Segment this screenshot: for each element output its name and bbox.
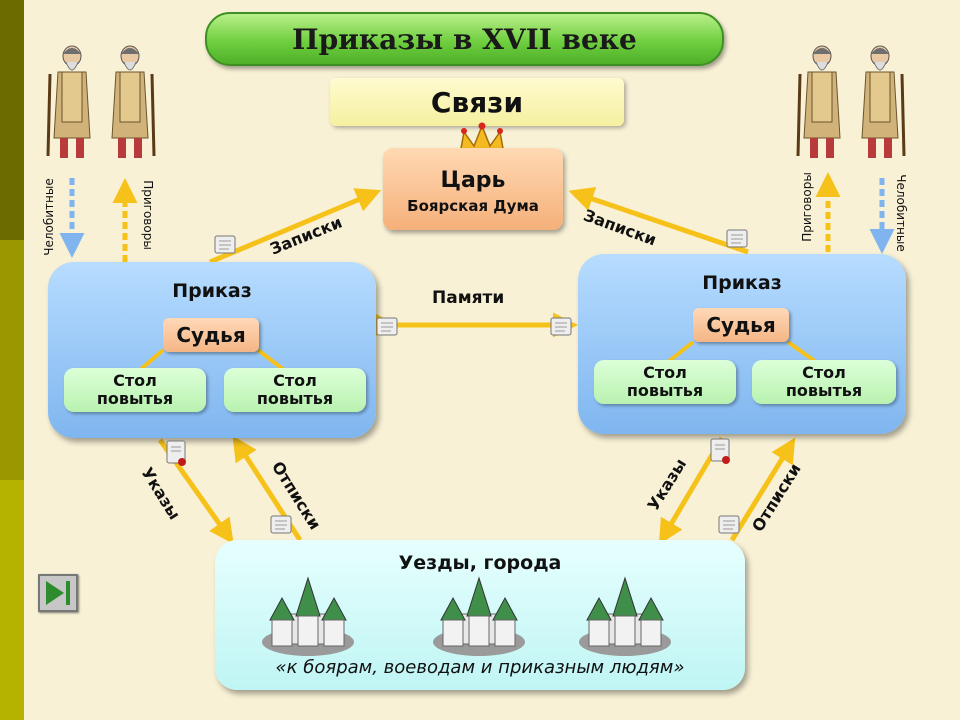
title-banner: Приказы в XVII веке: [205, 12, 724, 66]
scroll-icon: [376, 317, 398, 336]
otpiski-right-arrow: [729, 437, 796, 542]
decor-stripe-mid: [0, 240, 24, 480]
uezdy-title: Уезды, города: [398, 552, 562, 574]
tsar-title: Царь: [440, 168, 506, 193]
uezdy-box: Уезды, города «к боярам, воеводам и прик…: [215, 540, 745, 690]
subtitle-box: Связи: [330, 78, 624, 126]
prikaz-right-judge: Судья: [693, 308, 789, 342]
castle-icon: [262, 576, 354, 656]
right-verdicts-label: Приговоры: [799, 172, 814, 242]
pamyati-label: Памяти: [432, 288, 505, 308]
prikaz-left-desk-2: Стол повытья: [224, 368, 366, 412]
scroll-icon: [550, 317, 572, 336]
prikaz-left: Приказ Судья Стол повытья Стол повытья: [48, 262, 376, 438]
castle-icon: [579, 576, 671, 656]
peasant-figure-icon: [796, 45, 841, 158]
decor-stripe-top: [0, 0, 24, 240]
tsar-subtitle: Боярская Дума: [407, 197, 539, 215]
zapiski-left-arrow: [209, 188, 382, 265]
page-title: Приказы в XVII веке: [292, 22, 637, 56]
scroll-icon: [270, 515, 292, 534]
castle-icon: [433, 576, 525, 656]
page-subtitle: Связи: [430, 85, 524, 119]
peasant-figure-icon: [46, 45, 91, 158]
peasant-figure-icon: [111, 45, 156, 158]
prikaz-right-links: [666, 340, 818, 364]
right-petitions-label: Челобитные: [893, 174, 908, 252]
prikaz-left-title: Приказ: [172, 280, 252, 302]
left-verdicts-label: Приговоры: [140, 180, 155, 250]
left-petitions-label: Челобитные: [41, 178, 56, 256]
peasant-figure-icon: [861, 45, 906, 158]
tsar-box: Царь Боярская Дума: [383, 148, 563, 230]
uezdy-quote: «к боярам, воеводам и приказным людям»: [275, 657, 685, 678]
scroll-icon: [718, 515, 740, 534]
prikaz-left-links: [138, 348, 286, 372]
prikaz-right-desk-2: Стол повытья: [752, 360, 896, 404]
prikaz-left-judge: Судья: [163, 318, 259, 352]
scroll-icon: [710, 438, 730, 464]
prikaz-right-desk-1: Стол повытья: [594, 360, 736, 404]
zapiski-right-arrow: [568, 187, 749, 255]
next-slide-button[interactable]: [38, 574, 78, 612]
decor-stripe-bottom: [0, 480, 24, 720]
scroll-icon: [726, 229, 748, 248]
scroll-icon: [214, 235, 236, 254]
scroll-icon: [166, 440, 186, 466]
prikaz-left-desk-1: Стол повытья: [64, 368, 206, 412]
next-slide-icon: [46, 581, 70, 605]
prikaz-right: Приказ Судья Стол повытья Стол повытья: [578, 254, 906, 434]
prikaz-right-title: Приказ: [702, 272, 782, 294]
